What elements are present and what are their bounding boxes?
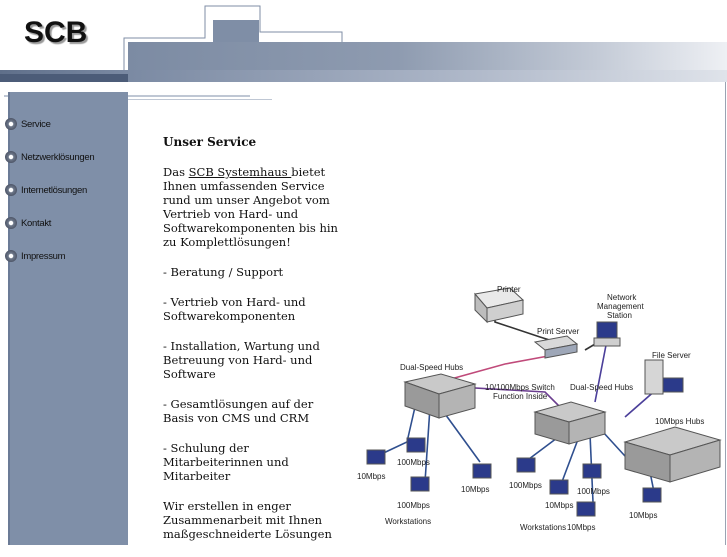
page-title: Unser Service bbox=[163, 135, 257, 149]
main-content: Unser Service Das SCB Systemhaus bietet … bbox=[163, 135, 339, 557]
dual-speed-hubs-left-icon bbox=[403, 373, 477, 419]
sidebar-item-label: Internetlösungen bbox=[21, 184, 87, 196]
service-item: - Installation, Wartung und Betreuung vo… bbox=[163, 339, 320, 381]
diagram-label-file-server: File Server bbox=[652, 351, 691, 360]
switch-icon bbox=[533, 401, 607, 445]
sidebar-nav: Service Netzwerklösungen Internetlösunge… bbox=[0, 0, 130, 545]
bullet-icon bbox=[5, 250, 17, 262]
file-server-icon bbox=[644, 359, 684, 395]
diagram-label-nms-1: Network bbox=[607, 293, 637, 302]
site-logo[interactable]: SCB bbox=[24, 16, 88, 49]
sidebar-item-label: Impressum bbox=[21, 250, 66, 262]
bullet-icon bbox=[5, 151, 17, 163]
sidebar-edge bbox=[8, 92, 10, 545]
diagram-label-10mbps: 10Mbps bbox=[357, 472, 385, 481]
scb-systemhaus-link[interactable]: SCB Systemhaus bbox=[188, 165, 292, 179]
diagram-label-dual-hubs-left: Dual-Speed Hubs bbox=[400, 363, 463, 372]
diagram-label-100mbps: 100Mbps bbox=[397, 501, 430, 510]
closing-paragraph: Wir erstellen in enger Zusammenarbeit mi… bbox=[163, 499, 332, 541]
diagram-label-10mbps: 10Mbps bbox=[567, 523, 595, 532]
bullet-icon bbox=[5, 118, 17, 130]
diagram-label-100mbps: 100Mbps bbox=[397, 458, 430, 467]
bullet-icon bbox=[5, 184, 17, 196]
diagram-label-10mbps-hubs: 10Mbps Hubs bbox=[655, 417, 704, 426]
service-item: - Gesamtlösungen auf der Basis von CMS u… bbox=[163, 397, 314, 425]
intro-prefix: Das bbox=[163, 165, 189, 179]
sidebar-item-label: Service bbox=[21, 118, 51, 130]
diagram-label-switch-2: Function Inside bbox=[493, 392, 548, 401]
sidebar-item-service[interactable]: Service bbox=[0, 116, 51, 132]
diagram-label-workstations-right: Workstations bbox=[520, 523, 566, 532]
sidebar bbox=[10, 92, 128, 545]
header-band-lower bbox=[0, 70, 727, 82]
diagram-label-switch-1: 10/100Mbps Switch bbox=[485, 383, 555, 392]
sidebar-item-label: Kontakt bbox=[21, 217, 52, 229]
10mbps-hubs-icon bbox=[623, 426, 722, 483]
management-station-icon bbox=[593, 321, 621, 347]
bullet-icon bbox=[5, 217, 17, 229]
sidebar-item-netzwerkloesungen[interactable]: Netzwerklösungen bbox=[0, 149, 95, 165]
header-dark-bar bbox=[0, 74, 128, 82]
print-server-icon bbox=[533, 335, 579, 359]
service-item: - Schulung der Mitarbeiterinnen und Mita… bbox=[163, 441, 289, 483]
diagram-label-nms-3: Station bbox=[607, 311, 632, 320]
sidebar-item-impressum[interactable]: Impressum bbox=[0, 248, 66, 264]
diagram-label-dual-hubs-right: Dual-Speed Hubs bbox=[570, 383, 633, 392]
sidebar-item-internetloesungen[interactable]: Internetlösungen bbox=[0, 182, 87, 198]
header-band bbox=[128, 42, 727, 70]
diagram-label-10mbps: 10Mbps bbox=[545, 501, 573, 510]
sidebar-item-label: Netzwerklösungen bbox=[21, 151, 95, 163]
printer-icon bbox=[474, 287, 525, 324]
network-diagram: Printer Print Server Network Management … bbox=[357, 285, 722, 532]
diagram-label-print-server: Print Server bbox=[537, 327, 580, 336]
diagram-label-nms-2: Management bbox=[597, 302, 644, 311]
diagram-label-100mbps: 100Mbps bbox=[577, 487, 610, 496]
intro-paragraph: Das SCB Systemhaus bietet Ihnen umfassen… bbox=[163, 165, 339, 249]
diagram-label-10mbps: 10Mbps bbox=[629, 511, 657, 520]
intro-suffix: bietet Ihnen umfassenden Service rund um… bbox=[163, 165, 338, 249]
content-right-border bbox=[725, 82, 726, 545]
sidebar-item-kontakt[interactable]: Kontakt bbox=[0, 215, 51, 231]
service-item: - Beratung / Support bbox=[163, 265, 284, 279]
header-tab-decoration bbox=[213, 20, 259, 42]
service-item: - Vertrieb von Hard- und Softwarekompone… bbox=[163, 295, 306, 323]
diagram-label-workstations-left: Workstations bbox=[385, 517, 431, 526]
diagram-label-100mbps: 100Mbps bbox=[509, 481, 542, 490]
diagram-label-10mbps: 10Mbps bbox=[461, 485, 489, 494]
workstation-icons bbox=[366, 437, 662, 517]
diagram-label-printer: Printer bbox=[497, 285, 521, 294]
